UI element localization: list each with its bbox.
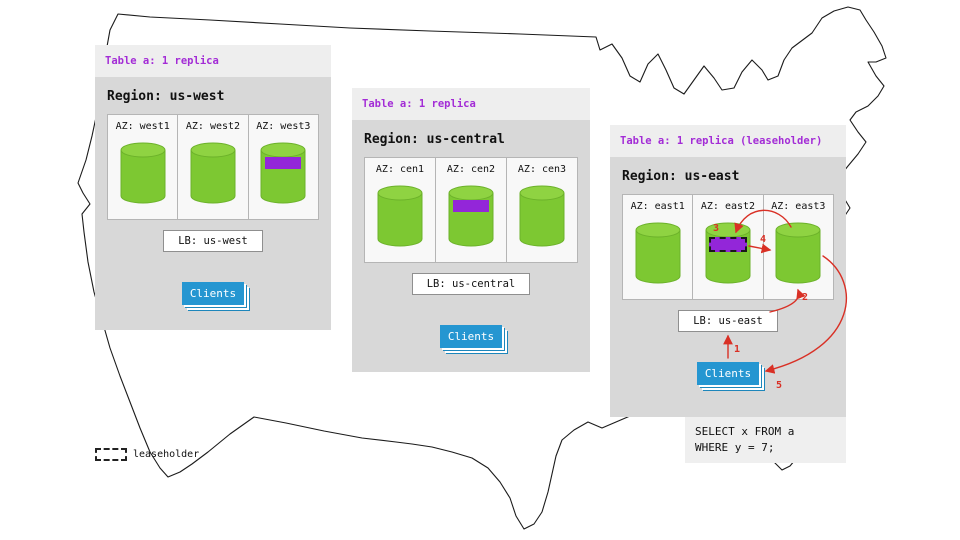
database-cylinder-icon: [775, 222, 821, 284]
az-cell-cen3: AZ: cen3: [507, 158, 577, 262]
replica-bar: [453, 200, 489, 212]
load-balancer-box: LB: us-west: [163, 230, 263, 252]
az-label: AZ: east2: [700, 201, 756, 212]
az-label: AZ: east3: [771, 201, 826, 212]
query-line-1: SELECT x FROM a: [695, 425, 795, 438]
region-box-us-central: Table a: 1 replica Region: us-central AZ…: [352, 88, 590, 372]
az-cell-west1: AZ: west1: [108, 115, 179, 219]
database-cylinder-icon: [705, 222, 751, 284]
database-cylinder-icon: [635, 222, 681, 284]
query-text-box: SELECT x FROM a WHERE y = 7;: [685, 417, 846, 463]
clients-box: Clients: [440, 325, 502, 348]
az-cell-cen1: AZ: cen1: [365, 158, 436, 262]
leaseholder-swatch-icon: [95, 448, 127, 461]
az-label: AZ: cen3: [517, 164, 567, 175]
table-replica-label: Table a: 1 replica: [105, 55, 219, 67]
region-box-us-west: Table a: 1 replica Region: us-west AZ: w…: [95, 45, 331, 330]
database-cylinder-icon: [120, 142, 166, 204]
database-cylinder-icon: [260, 142, 306, 204]
region-title: Region: us-east: [622, 169, 740, 184]
az-label: AZ: cen2: [446, 164, 496, 175]
az-label: AZ: west1: [115, 121, 170, 132]
az-row: AZ: east1 AZ: east2 AZ: east3: [622, 194, 834, 300]
load-balancer-box: LB: us-east: [678, 310, 778, 332]
database-cylinder-icon: [377, 185, 423, 247]
az-label: AZ: west3: [256, 121, 311, 132]
az-cell-cen2: AZ: cen2: [436, 158, 507, 262]
database-cylinder-icon: [519, 185, 565, 247]
az-cell-west3: AZ: west3: [249, 115, 318, 219]
az-cell-east1: AZ: east1: [623, 195, 694, 299]
legend-label: leaseholder: [133, 449, 200, 460]
replica-bar: [265, 157, 302, 169]
table-replica-header: Table a: 1 replica (leaseholder): [610, 125, 846, 157]
az-cell-west2: AZ: west2: [178, 115, 249, 219]
region-box-us-east: Table a: 1 replica (leaseholder) Region:…: [610, 125, 846, 417]
table-replica-label: Table a: 1 replica (leaseholder): [620, 135, 823, 147]
table-replica-label: Table a: 1 replica: [362, 98, 476, 110]
database-cylinder-icon: [448, 185, 494, 247]
az-cell-east3: AZ: east3: [764, 195, 833, 299]
table-replica-header: Table a: 1 replica: [95, 45, 331, 77]
clients-box: Clients: [182, 282, 244, 305]
az-row: AZ: west1 AZ: west2 AZ: west3: [107, 114, 319, 220]
region-title: Region: us-central: [364, 132, 505, 147]
az-label: AZ: west2: [185, 121, 241, 132]
leaseholder-replica-bar: [708, 237, 747, 252]
region-title: Region: us-west: [107, 89, 225, 104]
query-line-2: WHERE y = 7;: [695, 441, 775, 454]
load-balancer-box: LB: us-central: [411, 273, 531, 295]
az-cell-east2: AZ: east2: [693, 195, 764, 299]
clients-box: Clients: [697, 362, 759, 385]
database-cylinder-icon: [190, 142, 236, 204]
az-label: AZ: east1: [630, 201, 685, 212]
az-row: AZ: cen1 AZ: cen2 AZ: cen3: [364, 157, 578, 263]
legend-leaseholder: leaseholder: [95, 448, 199, 461]
az-label: AZ: cen1: [375, 164, 425, 175]
table-replica-header: Table a: 1 replica: [352, 88, 590, 120]
